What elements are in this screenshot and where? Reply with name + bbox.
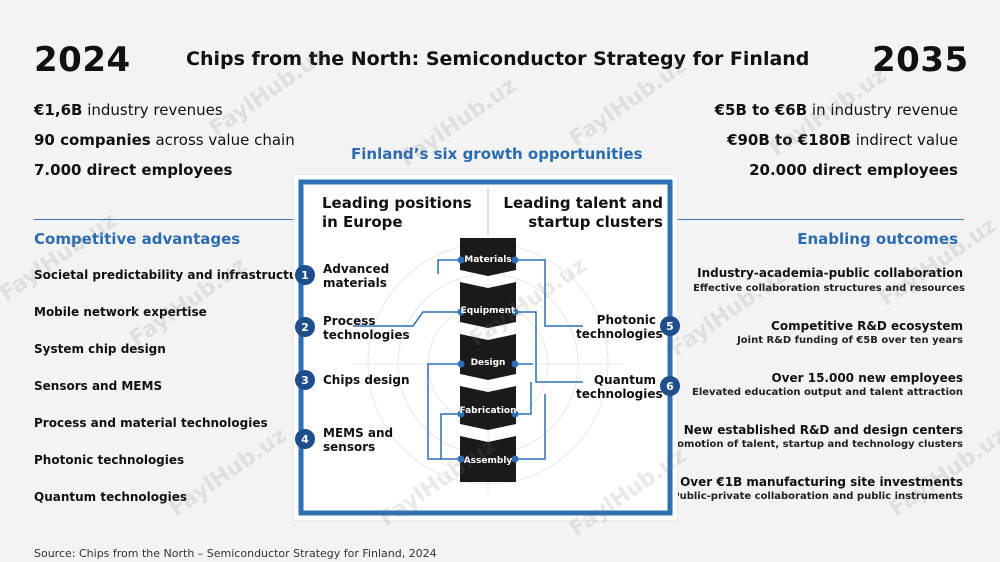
- year-2024: 2024: [34, 40, 131, 80]
- stat-2024-employees: 7.000 direct employees: [34, 161, 233, 179]
- opportunity-photonic-technologies: Photonic technologies: [576, 313, 663, 341]
- left-column-heading: Leading positions in Europe: [322, 194, 472, 231]
- list-item: Sensors and MEMS: [34, 379, 163, 393]
- opportunity-mems-sensors: MEMS and sensors: [323, 426, 394, 454]
- stage-fabrication: Fabrication: [459, 406, 517, 416]
- stat-2035-indirect: €90B to €180B indirect value: [727, 131, 958, 149]
- right-column-heading: Leading talent and startup clusters: [503, 194, 663, 231]
- outcome-title: Competitive R&D ecosystem: [771, 319, 963, 333]
- list-item: Societal predictability and infrastructu…: [34, 268, 312, 282]
- growth-opportunities-panel: Leading positions in Europe Leading tale…: [293, 174, 680, 521]
- stage-materials: Materials: [464, 255, 512, 265]
- list-item: Process and material technologies: [34, 416, 268, 430]
- opportunity-badge-1: 1: [295, 265, 315, 285]
- outcome-title: New established R&D and design centers: [683, 423, 963, 437]
- outcome-subtitle: Elevated education output and talent att…: [692, 387, 963, 398]
- value-chain-stack: [460, 238, 516, 482]
- stat-2035-employees: 20.000 direct employees: [749, 161, 958, 179]
- panel-frame: [293, 174, 678, 521]
- right-divider: [676, 219, 964, 220]
- opportunity-badge-4: 4: [295, 429, 315, 449]
- opportunity-badge-2: 2: [295, 317, 315, 337]
- outcome-title: Over 15.000 new employees: [771, 371, 963, 385]
- outcome-subtitle: Effective collaboration structures and r…: [693, 283, 965, 294]
- watermark: FaylHub.uz: [0, 208, 122, 307]
- page-title: Chips from the North: Semiconductor Stra…: [186, 48, 810, 70]
- list-item: Quantum technologies: [34, 490, 188, 504]
- enabling-outcomes-heading: Enabling outcomes: [797, 230, 958, 248]
- list-item: System chip design: [34, 342, 166, 356]
- opportunity-badge-6: 6: [660, 376, 680, 396]
- source-note: Source: Chips from the North – Semicondu…: [34, 547, 437, 560]
- stage-assembly: Assembly: [463, 456, 513, 466]
- list-item: Photonic technologies: [34, 453, 185, 467]
- stage-design: Design: [470, 358, 506, 368]
- opportunity-process-technologies: Process technologies: [323, 314, 410, 342]
- outcome-title: Over €1B manufacturing site investments: [680, 475, 963, 489]
- opportunity-advanced-materials: Advanced materials: [323, 262, 390, 290]
- outcome-subtitle: Promotion of talent, startup and technol…: [664, 439, 963, 450]
- stat-2024-companies: 90 companies across value chain: [34, 131, 295, 149]
- stat-2035-revenue: €5B to €6B in industry revenue: [714, 101, 958, 119]
- growth-opportunities-heading: Finland’s six growth opportunities: [351, 145, 643, 163]
- stage-equipment: Equipment: [460, 306, 516, 316]
- opportunity-badge-3: 3: [295, 370, 315, 390]
- list-item: Mobile network expertise: [34, 305, 207, 319]
- opportunity-chips-design: Chips design: [323, 373, 410, 387]
- opportunity-badge-5: 5: [660, 316, 680, 336]
- left-divider: [34, 219, 302, 220]
- outcome-title: Industry-academia-public collaboration: [697, 266, 963, 280]
- competitive-advantages-heading: Competitive advantages: [34, 230, 241, 248]
- watermark: FaylHub.uz: [165, 423, 292, 522]
- stat-2024-revenue: €1,6B industry revenues: [34, 101, 223, 119]
- opportunity-quantum-technologies: Quantum technologies: [576, 373, 663, 401]
- watermark: FaylHub.uz: [885, 423, 1000, 522]
- year-2035: 2035: [872, 40, 969, 80]
- outcome-subtitle: Joint R&D funding of €5B over ten years: [737, 335, 963, 346]
- watermark: FaylHub.uz: [875, 213, 1000, 312]
- outcome-subtitle: Public-private collaboration and public …: [672, 491, 963, 502]
